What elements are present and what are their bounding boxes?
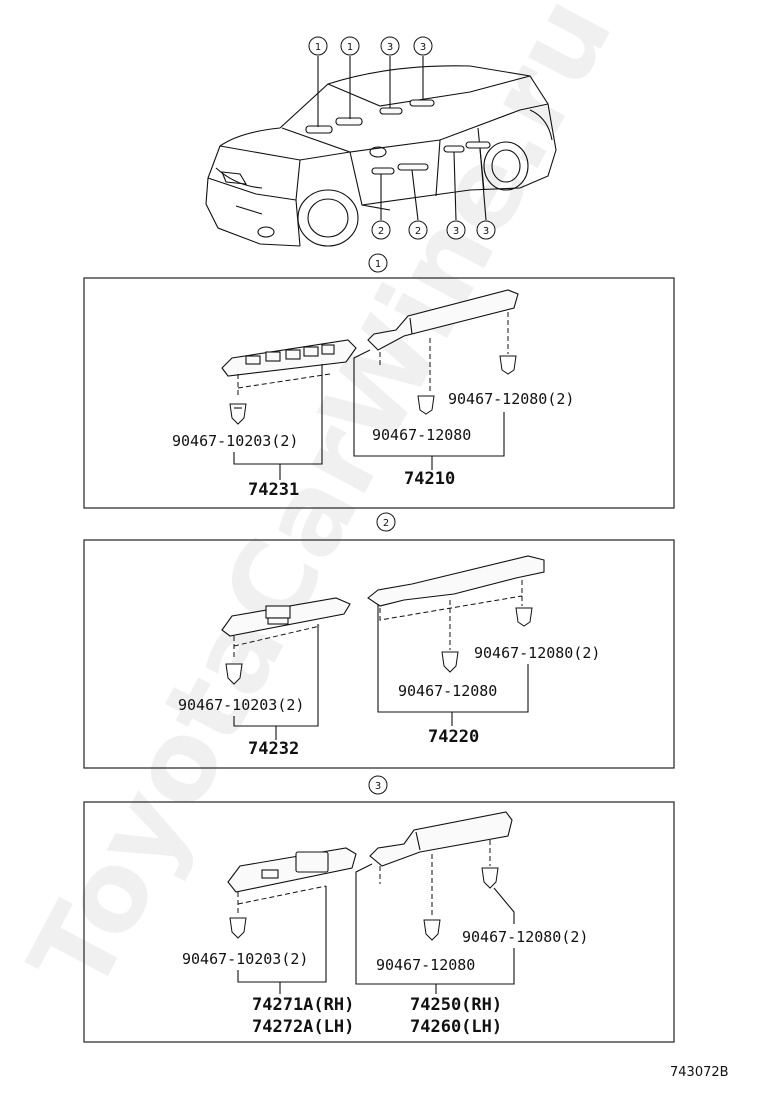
diagram-code: 743072B xyxy=(670,1065,729,1080)
clip-label-s2-mid: 90467-12080 xyxy=(398,682,497,700)
svg-text:1: 1 xyxy=(315,42,321,53)
clip-icon-s2-right xyxy=(515,607,533,627)
section-marker-3: 3 xyxy=(368,775,388,795)
clip-label-s2-right: 90467-12080(2) xyxy=(474,644,600,662)
part-number-74260: 74260(LH) xyxy=(410,1017,502,1037)
part-number-74231: 74231 xyxy=(248,480,299,500)
svg-text:2: 2 xyxy=(378,226,384,237)
svg-text:2: 2 xyxy=(415,226,421,237)
clip-icon-s3-right xyxy=(481,867,499,889)
clip-icon-s2-left xyxy=(225,663,243,685)
svg-text:3: 3 xyxy=(453,226,459,237)
clip-icon-s2-mid xyxy=(441,651,459,673)
clip-icon-s1-mid xyxy=(417,395,435,415)
overview-callout-2b: 2 xyxy=(408,220,428,240)
clip-label-s1-right: 90467-12080(2) xyxy=(448,390,574,408)
section-marker-2: 2 xyxy=(376,512,396,532)
svg-text:3: 3 xyxy=(483,226,489,237)
overview-callout-1a: 1 xyxy=(308,36,328,56)
switch-base-74232 xyxy=(221,597,351,637)
clip-label-s3-mid: 90467-12080 xyxy=(376,956,475,974)
clip-icon-s3-mid xyxy=(423,919,441,941)
clip-label-s2-left: 90467-10203(2) xyxy=(178,696,304,714)
svg-text:3: 3 xyxy=(387,42,393,53)
switch-base-74231 xyxy=(221,339,357,377)
armrest-74210 xyxy=(367,289,519,351)
clip-label-s1-mid: 90467-12080 xyxy=(372,426,471,444)
section-2-frame xyxy=(83,539,675,769)
section-1-frame xyxy=(83,277,675,509)
overview-callout-3c: 3 xyxy=(446,220,466,240)
clip-icon-s1-right xyxy=(499,312,517,375)
part-number-74220: 74220 xyxy=(428,727,479,747)
section-3-frame xyxy=(83,801,675,1043)
part-number-74250: 74250(RH) xyxy=(410,995,502,1015)
svg-text:1: 1 xyxy=(375,259,381,270)
switch-base-74271A xyxy=(227,847,357,893)
svg-text:1: 1 xyxy=(347,42,353,53)
clip-label-s3-right: 90467-12080(2) xyxy=(462,928,588,946)
part-number-74272A: 74272A(LH) xyxy=(252,1017,354,1037)
part-number-74271A: 74271A(RH) xyxy=(252,995,354,1015)
overview-callout-1b: 1 xyxy=(340,36,360,56)
overview-callout-3d: 3 xyxy=(476,220,496,240)
section-marker-1: 1 xyxy=(368,253,388,273)
overview-callout-2a: 2 xyxy=(371,220,391,240)
svg-text:2: 2 xyxy=(383,518,389,529)
clip-icon-s1-left xyxy=(229,403,247,425)
clip-icon-s3-left xyxy=(229,917,247,939)
svg-text:3: 3 xyxy=(420,42,426,53)
clip-label-s3-left: 90467-10203(2) xyxy=(182,950,308,968)
part-number-74232: 74232 xyxy=(248,739,299,759)
overview-callout-3a: 3 xyxy=(380,36,400,56)
svg-text:3: 3 xyxy=(375,781,381,792)
clip-label-s1-left: 90467-10203(2) xyxy=(172,432,298,450)
part-number-74210: 74210 xyxy=(404,469,455,489)
overview-callout-3b: 3 xyxy=(413,36,433,56)
armrest-74250 xyxy=(369,811,513,867)
overview-leaders xyxy=(317,56,487,221)
armrest-74220 xyxy=(367,555,545,607)
